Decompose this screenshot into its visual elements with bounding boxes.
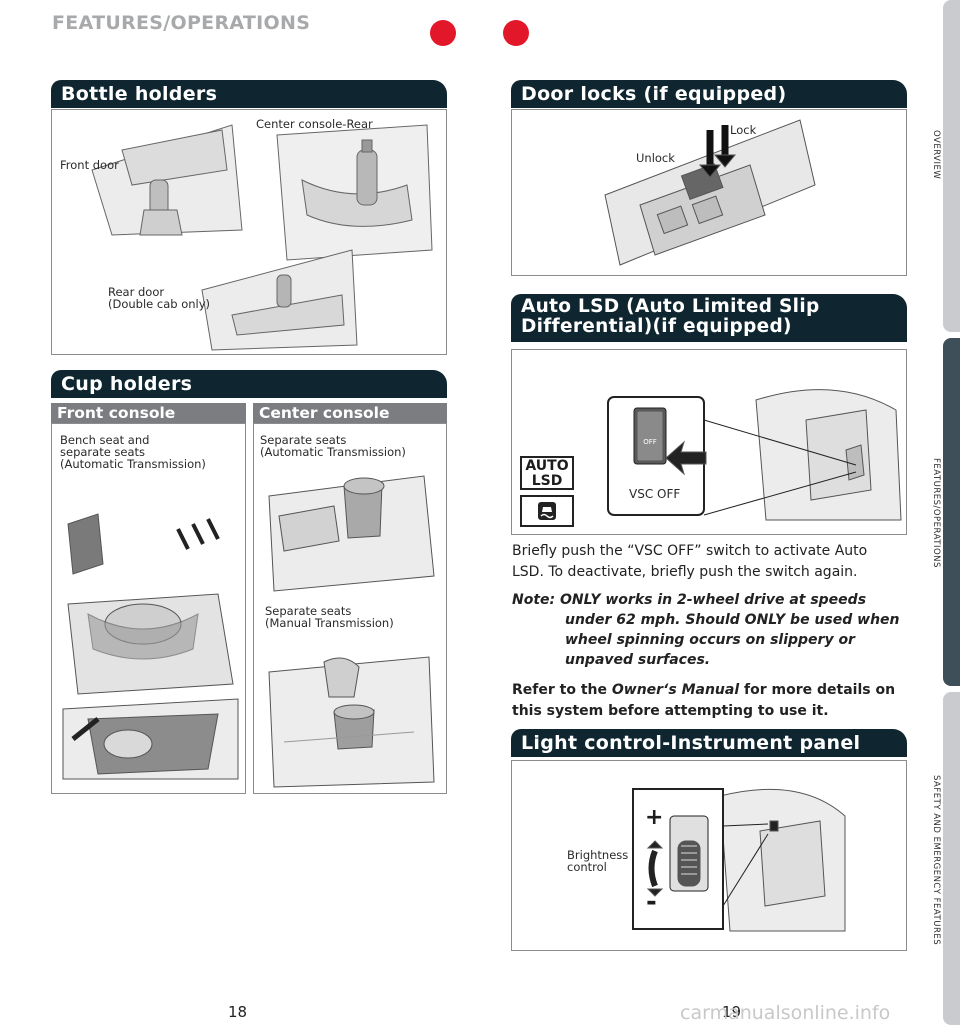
front-door-label: Front door [60, 158, 119, 172]
bottle-holders-drawing [91, 124, 433, 351]
center-console-manual-drawing [268, 656, 435, 788]
bottle-holders-heading: Bottle holders [51, 80, 447, 108]
center-console-subheading: Center console [253, 403, 447, 423]
auto-lsd-indicator: AUTO LSD [520, 456, 574, 490]
light-control-illustration: + - Brightness control [511, 760, 907, 951]
cup-holders-heading: Cup holders [51, 370, 447, 398]
auto-lsd-refer: Refer to the Owner‘s Manual for more det… [512, 680, 902, 722]
brightness-dial-drawing [632, 788, 846, 932]
auto-lsd-indicator-line2: LSD [531, 473, 563, 489]
brightness-plus-symbol: + [645, 805, 664, 830]
refer-prefix: Refer to the [512, 682, 612, 698]
tab-label-safety: SAFETY AND EMERGENCY FEATURES [931, 775, 941, 946]
tab-label-features: FEATURES/OPERATIONS [931, 458, 941, 568]
front-console-drawing [62, 513, 239, 780]
skid-car-icon [538, 502, 556, 520]
brightness-minus-symbol: - [646, 887, 657, 917]
auto-lsd-note-line1: Note: ONLY works in 2-wheel drive at spe… [512, 592, 867, 608]
center-console-auto-caption: Separate seats (Automatic Transmission) [260, 433, 406, 459]
center-console-manual-caption: Separate seats (Manual Transmission) [265, 604, 394, 630]
auto-lsd-note: Note: ONLY works in 2-wheel drive at spe… [512, 590, 902, 670]
vsc-off-switch-drawing: OFF [607, 389, 902, 521]
tab-features-operations[interactable] [943, 338, 960, 686]
front-console-panel: Bench seat and separate seats (Automatic… [51, 423, 246, 794]
bottle-holders-illustration: Front door Center console-Rear Rear door… [51, 109, 447, 355]
section-header-title: FEATURES/OPERATIONS [52, 12, 311, 34]
registration-mark-left [430, 20, 456, 46]
page-number-right: 19 [722, 1003, 742, 1021]
vsc-switch-off-text: OFF [643, 438, 657, 446]
owners-manual-link: Owner‘s Manual [611, 682, 740, 698]
vsc-off-indicator [520, 495, 574, 527]
auto-lsd-illustration: AUTO LSD OFF VSC OFF [511, 349, 907, 535]
lock-label: Lock [730, 123, 757, 137]
watermark: carmanualsonline.info [680, 1002, 891, 1024]
center-console-panel: Separate seats (Automatic Transmission) … [253, 423, 447, 794]
registration-mark-right [503, 20, 529, 46]
center-console-auto-drawing [268, 475, 435, 592]
door-locks-illustration: Lock Unlock [511, 109, 907, 276]
refer-suffix: for more details on this system before a… [512, 682, 896, 719]
tab-overview[interactable] [943, 0, 960, 332]
tab-safety-emergency[interactable] [943, 692, 960, 1025]
door-locks-heading: Door locks (if equipped) [511, 80, 907, 108]
door-lock-switch-drawing [604, 119, 816, 266]
auto-lsd-heading: Auto LSD (Auto Limited Slip Differential… [511, 294, 907, 342]
rear-door-label: Rear door (Double cab only) [108, 285, 211, 311]
tab-label-overview: OVERVIEW [931, 130, 941, 180]
auto-lsd-note-rest: under 62 mph. Should ONLY be used when w… [565, 612, 900, 668]
light-control-heading: Light control-Instrument panel [511, 729, 907, 757]
auto-lsd-body: Briefly push the “VSC OFF” switch to act… [512, 543, 868, 580]
vsc-off-label: VSC OFF [629, 487, 681, 501]
page-number-left: 18 [228, 1003, 248, 1021]
auto-lsd-indicator-line1: AUTO [525, 458, 569, 474]
brightness-control-label: Brightness control [567, 848, 629, 874]
center-console-rear-label: Center console-Rear [256, 117, 373, 131]
unlock-label: Unlock [636, 151, 675, 165]
front-console-caption: Bench seat and separate seats (Automatic… [60, 433, 206, 471]
front-console-subheading: Front console [51, 403, 246, 423]
